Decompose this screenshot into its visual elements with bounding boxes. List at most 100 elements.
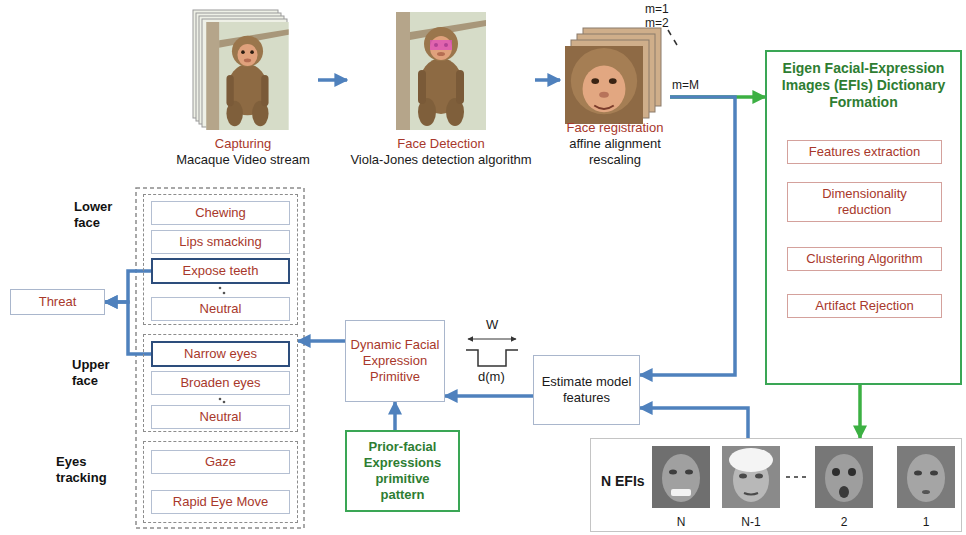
box-label: Gaze xyxy=(158,454,283,470)
output-panel-outline xyxy=(136,188,304,528)
box-label: Chewing xyxy=(158,205,283,221)
expression-box: Neutral xyxy=(151,405,290,429)
eigenface-images xyxy=(652,446,955,508)
eigenface-eye xyxy=(848,468,856,476)
flow-arrow xyxy=(535,78,560,82)
flow-arrow xyxy=(105,271,151,302)
flow-arrow xyxy=(393,402,397,430)
flow-arrow xyxy=(445,394,533,398)
process-box: Artifact Rejection xyxy=(787,294,942,318)
dictionary-panel: Eigen Facial-Expression Images (EFIs) Di… xyxy=(765,50,962,385)
feature-group: Lower faceChewingLips smackingExpose tee… xyxy=(143,194,298,325)
box-label: Capturing xyxy=(215,136,271,152)
registered-face-stack xyxy=(565,28,677,124)
eigenface-eye xyxy=(832,468,840,476)
eigenface xyxy=(722,446,780,508)
detection-photo xyxy=(396,12,486,130)
frame-index: m=2 xyxy=(645,16,669,30)
expression-box: Expose teeth xyxy=(151,258,290,284)
eigenface-face xyxy=(825,454,863,502)
box-label: Face Detection xyxy=(397,136,484,152)
eigenface-eye xyxy=(930,471,938,476)
dot xyxy=(223,401,226,404)
image-caption: N-1 xyxy=(721,515,781,529)
window-symbol xyxy=(466,339,518,366)
dot xyxy=(219,398,222,401)
expression-box: Gaze xyxy=(151,450,290,474)
flow-arrow xyxy=(105,302,151,354)
group-heading: Lower face xyxy=(74,199,126,231)
eigenface-face xyxy=(662,454,700,502)
flow-arrow xyxy=(640,408,748,438)
eigenface xyxy=(815,446,873,508)
box-label: Dynamic Facial Expression Primitive xyxy=(350,337,440,385)
window-width-label: W xyxy=(486,318,498,332)
frame-index: m=1 xyxy=(645,2,669,16)
expression-box: Chewing xyxy=(151,201,290,225)
window-function-label: d(m) xyxy=(478,370,505,384)
box-label: Neutral xyxy=(158,301,283,317)
detection-step: Face DetectionViola-Jones detection algo… xyxy=(347,10,535,168)
expression-box: Lips smacking xyxy=(151,230,290,254)
process-box: Dimensionality reduction xyxy=(787,182,942,222)
box-label: Dimensionality reduction xyxy=(794,186,935,218)
image-caption: 1 xyxy=(896,515,956,529)
eigenface-ground xyxy=(897,446,955,508)
frame-index: m=M xyxy=(672,78,699,92)
eigenface-mouth xyxy=(922,490,930,494)
flow-arrow xyxy=(298,339,345,343)
image-caption: N xyxy=(651,515,711,529)
group-heading: Eyes tracking xyxy=(56,454,140,486)
primitive-box: Dynamic Facial Expression Primitive xyxy=(345,320,445,402)
eigenface-mouth xyxy=(744,493,758,495)
box-label: Artifact Rejection xyxy=(794,298,935,314)
box-label: Clustering Algorithm xyxy=(794,251,935,267)
box-label: Face registration xyxy=(567,120,664,136)
macaque-photo xyxy=(396,12,486,130)
box-label: Threat xyxy=(39,294,77,310)
flow-arrow xyxy=(318,78,347,82)
process-box: Clustering Algorithm xyxy=(787,247,942,271)
window-pulse xyxy=(466,350,518,366)
eigenface-ground xyxy=(815,446,873,508)
ellipsis-tick xyxy=(668,30,671,35)
eigenface-eye xyxy=(914,471,922,476)
flow-arrow xyxy=(858,385,862,438)
box-label: Rapid Eye Move xyxy=(158,494,283,510)
eigenface-face xyxy=(907,454,945,502)
expression-box: Narrow eyes xyxy=(151,341,290,367)
feature-box: Estimate model features xyxy=(533,355,640,425)
dot xyxy=(223,292,226,295)
registration-step: Face registrationaffine alignment rescal… xyxy=(560,10,670,168)
face-crop xyxy=(565,46,643,124)
capture-step: CapturingMacaque Video stream xyxy=(168,10,318,168)
expression-box: Rapid Eye Move xyxy=(151,490,290,514)
box-label: Viola-Jones detection algorithm xyxy=(350,152,531,168)
process-box: Features extraction xyxy=(787,140,942,164)
box-label: Broaden eyes xyxy=(158,375,283,391)
box-label: Features extraction xyxy=(794,144,935,160)
eigenface-ground xyxy=(722,446,780,508)
image-caption: 2 xyxy=(814,515,874,529)
eigenface-mouth xyxy=(839,486,849,498)
eigenface-eye xyxy=(685,470,693,475)
threat-box: Threat xyxy=(10,289,105,315)
eigenface xyxy=(897,446,955,508)
box-label: Macaque Video stream xyxy=(176,152,309,168)
box-label: Prior-facial Expressions primitive patte… xyxy=(353,439,452,503)
eigenface-eye xyxy=(739,474,747,479)
dot xyxy=(219,287,222,290)
efi-panel: N EFIsN N-1 2 1 xyxy=(590,438,962,532)
eigenface xyxy=(652,446,710,508)
box-label: Narrow eyes xyxy=(159,346,282,362)
box-label: Estimate model features xyxy=(538,374,635,406)
panel-heading: N EFIs xyxy=(601,473,649,490)
expression-box: Broaden eyes xyxy=(151,371,290,395)
detection-box xyxy=(430,40,452,50)
expression-box: Neutral xyxy=(151,297,290,321)
eigenface-teeth xyxy=(671,489,691,496)
eigenface-highlight xyxy=(729,448,773,472)
eigenface-eye xyxy=(755,474,763,479)
box-label: Neutral xyxy=(158,409,283,425)
